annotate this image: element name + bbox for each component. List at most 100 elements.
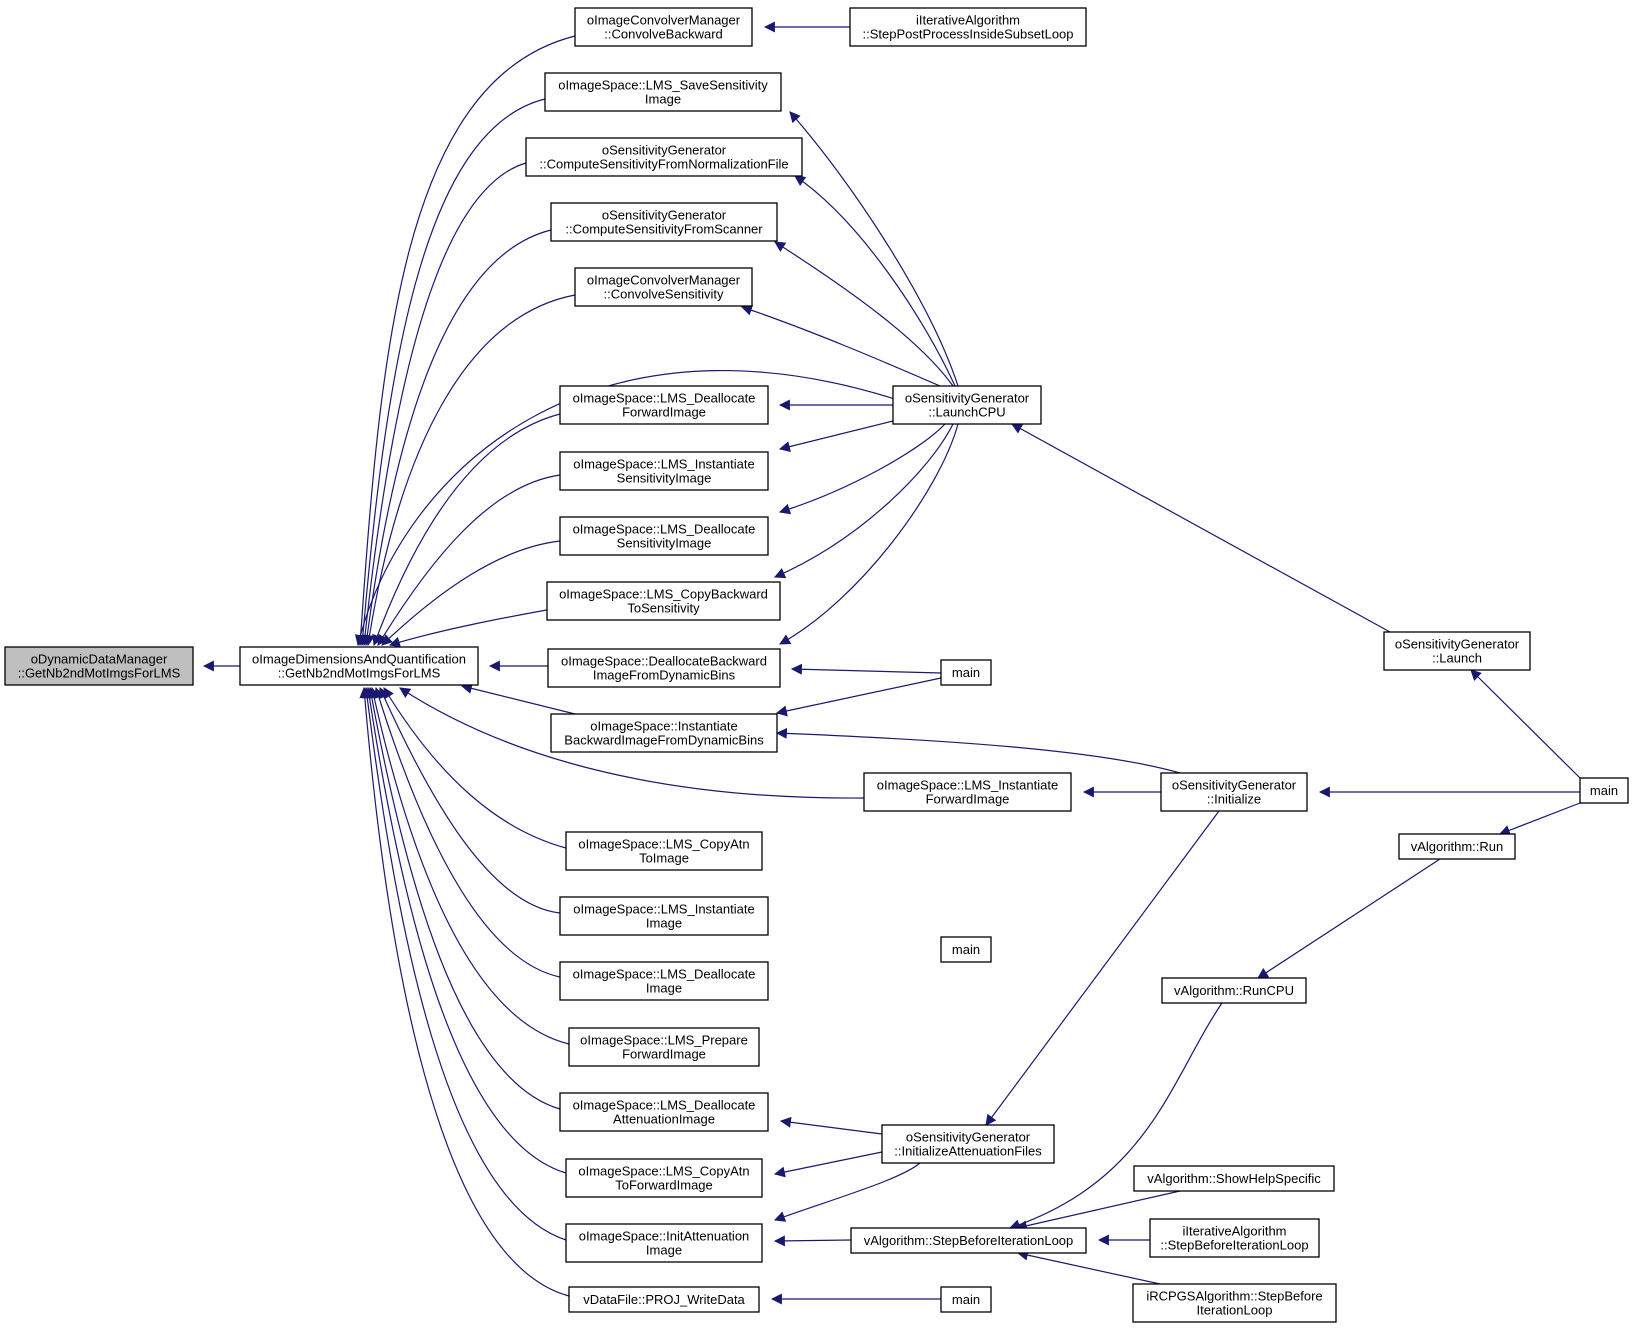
node-box [574, 7, 753, 47]
node-label-line: vAlgorithm::Run [1411, 839, 1503, 854]
node-deallocatn[interactable]: oImageSpace::LMS_DeallocateAttenuationIm… [559, 1092, 769, 1132]
edge-instimg-to-dimq [379, 686, 561, 914]
node-main_right[interactable]: main [1579, 777, 1629, 804]
node-main_b[interactable]: main [940, 936, 992, 963]
node-showhelp[interactable]: vAlgorithm::ShowHelpSpecific [1133, 1165, 1335, 1192]
node-label-line: oSensitivityGenerator [602, 143, 727, 158]
node-label-line: oImageSpace::LMS_SaveSensitivity [558, 78, 768, 93]
edge-initatnfiles-to-initatn [773, 1162, 921, 1222]
node-label-line: ::Launch [1432, 651, 1482, 666]
node-label-line: oImageSpace::LMS_Instantiate [573, 457, 754, 472]
node-box [559, 451, 769, 491]
edge-initatn-to-dimq [361, 686, 567, 1241]
node-label-line: ::StepBeforeIterationLoop [1160, 1238, 1308, 1253]
node-label-line: iIterativeAlgorithm [916, 13, 1020, 28]
node-runcpu[interactable]: vAlgorithm::RunCPU [1161, 977, 1307, 1004]
node-box [239, 646, 479, 686]
node-label-line: ImageFromDynamicBins [593, 668, 736, 683]
node-run[interactable]: vAlgorithm::Run [1398, 833, 1516, 860]
node-box [1132, 1283, 1337, 1323]
edge-deallocatn-to-dimq [366, 686, 561, 1110]
edge-copyatnfwd-to-dimq [364, 686, 567, 1174]
node-label-line: ::GetNb2ndMotImgsForLMS [18, 666, 181, 681]
node-label-line: BackwardImageFromDynamicBins [564, 733, 764, 748]
node-label-line: oSensitivityGenerator [602, 208, 727, 223]
node-launchcpu[interactable]: oSensitivityGenerator::LaunchCPU [892, 385, 1042, 425]
edge-launchcpu-to-instsens [778, 420, 894, 452]
edge-deallocsens-to-dimq [381, 540, 561, 646]
node-label-line: oImageConvolverManager [587, 13, 741, 28]
node-box [1579, 777, 1629, 804]
node-label-line: oImageDimensionsAndQuantification [252, 652, 466, 667]
node-stepbefore[interactable]: vAlgorithm::StepBeforeIterationLoop [850, 1227, 1087, 1254]
node-csscan[interactable]: oSensitivityGenerator::ComputeSensitivit… [550, 202, 778, 242]
node-box [1133, 1165, 1335, 1192]
node-instbackdyn[interactable]: oImageSpace::InstantiateBackwardImageFro… [550, 713, 778, 753]
edge-instbackdyn-to-dimq [460, 683, 576, 715]
edge-run-to-runcpu [1257, 858, 1441, 979]
node-label-line: main [952, 665, 980, 680]
node-box [565, 1158, 763, 1198]
node-label-line: oImageSpace::LMS_Deallocate [573, 1098, 756, 1113]
node-label-line: ::StepPostProcessInsideSubsetLoop [862, 27, 1073, 42]
edge-launch-to-launchcpu [1011, 423, 1391, 633]
node-sginit[interactable]: oSensitivityGenerator::Initialize [1160, 772, 1308, 812]
edge-launchcpu-to-deallocbackdyn [779, 423, 959, 645]
edge-prepfwd-to-dimq [368, 686, 570, 1045]
node-label-line: oSensitivityGenerator [906, 1130, 1031, 1145]
edge-rcpgs-to-stepbefore [1016, 1249, 1161, 1285]
node-box [1383, 631, 1531, 671]
edge-initatnfiles-to-deallocatn [779, 1116, 883, 1135]
node-main_a[interactable]: main [940, 659, 992, 686]
node-box [940, 659, 992, 686]
node-instsens[interactable]: oImageSpace::LMS_InstantiateSensitivityI… [559, 451, 769, 491]
node-label-line: ToForwardImage [615, 1178, 713, 1193]
node-box [544, 72, 782, 112]
node-itstepbefore[interactable]: iIterativeAlgorithm::StepBeforeIteration… [1149, 1218, 1320, 1258]
node-convsens[interactable]: oImageConvolverManager::ConvolveSensitiv… [574, 267, 753, 307]
node-label-line: vDataFile::PROJ_WriteData [583, 1292, 745, 1307]
node-deallocbackdyn[interactable]: oImageSpace::DeallocateBackwardImageFrom… [547, 648, 781, 688]
node-box [1160, 772, 1308, 812]
node-box [559, 896, 769, 936]
edge-sginit-to-instbackdyn [775, 727, 1181, 774]
edge-sginit-to-initatnfiles [985, 810, 1220, 1126]
nodes-layer: oDynamicDataManager::GetNb2ndMotImgsForL… [4, 7, 1629, 1323]
node-label-line: oSensitivityGenerator [905, 391, 1030, 406]
node-deallocsens[interactable]: oImageSpace::LMS_DeallocateSensitivityIm… [559, 516, 769, 556]
node-launch[interactable]: oSensitivityGenerator::Launch [1383, 631, 1531, 671]
node-label-line: oImageSpace::LMS_CopyAtn [578, 1164, 749, 1179]
node-convback[interactable]: oImageConvolverManager::ConvolveBackward [574, 7, 753, 47]
node-label-line: ForwardImage [622, 1047, 706, 1062]
node-box [565, 1223, 763, 1263]
edge-launchcpu-to-csnorm [794, 175, 956, 387]
node-box [940, 936, 992, 963]
node-label-line: ::InitializeAttenuationFiles [894, 1144, 1042, 1159]
node-rcpgs[interactable]: iRCPGSAlgorithm::StepBeforeIterationLoop [1132, 1283, 1337, 1323]
node-stepsubset[interactable]: iIterativeAlgorithm::StepPostProcessInsi… [849, 7, 1087, 47]
node-label-line: Image [646, 1243, 682, 1258]
node-label-line: main [1590, 783, 1618, 798]
node-initatnfiles[interactable]: oSensitivityGenerator::InitializeAttenua… [881, 1124, 1055, 1164]
node-main_c[interactable]: main [940, 1286, 992, 1313]
node-box [4, 646, 194, 686]
node-dimq[interactable]: oImageDimensionsAndQuantification::GetNb… [239, 646, 479, 686]
edge-main_right-to-run [1498, 802, 1581, 836]
node-copyback[interactable]: oImageSpace::LMS_CopyBackwardToSensitivi… [546, 581, 781, 621]
node-projwrite[interactable]: vDataFile::PROJ_WriteData [568, 1286, 760, 1313]
node-label-line: oImageSpace::LMS_Instantiate [573, 902, 754, 917]
node-label-line: Image [645, 92, 681, 107]
edge-initatnfiles-to-copyatnfwd [773, 1151, 883, 1178]
node-label-line: oDynamicDataManager [31, 652, 168, 667]
node-root[interactable]: oDynamicDataManager::GetNb2ndMotImgsForL… [4, 646, 194, 686]
node-csnorm[interactable]: oSensitivityGenerator::ComputeSensitivit… [525, 137, 803, 177]
